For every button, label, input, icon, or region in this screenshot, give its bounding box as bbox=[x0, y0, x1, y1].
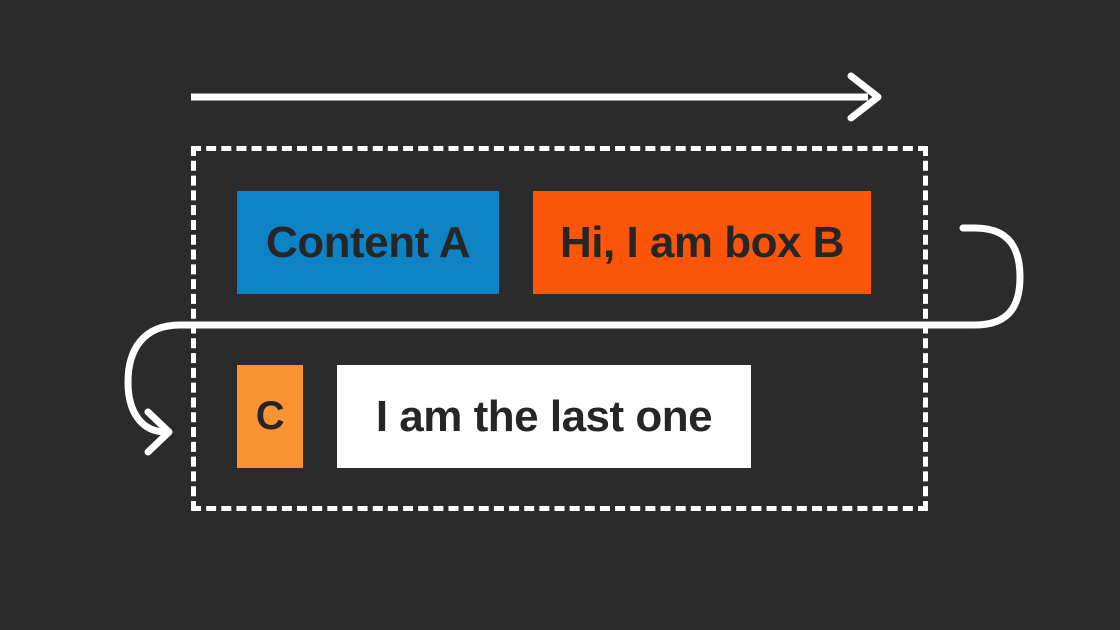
main-axis-arrow bbox=[191, 72, 882, 122]
main-axis-arrowhead-icon bbox=[847, 72, 882, 122]
content-box-a[interactable]: Content A bbox=[237, 191, 499, 294]
dashed-container bbox=[191, 146, 928, 511]
content-box-a-label: Content A bbox=[265, 217, 471, 267]
content-box-c[interactable]: C bbox=[237, 365, 303, 468]
wrap-connector-arrowhead-icon bbox=[144, 408, 173, 456]
content-box-b[interactable]: Hi, I am box B bbox=[533, 191, 871, 294]
content-box-c-label: C bbox=[255, 394, 285, 438]
content-box-d[interactable]: I am the last one bbox=[337, 365, 751, 468]
content-box-b-label: Hi, I am box B bbox=[560, 217, 844, 267]
content-box-d-label: I am the last one bbox=[375, 391, 713, 441]
